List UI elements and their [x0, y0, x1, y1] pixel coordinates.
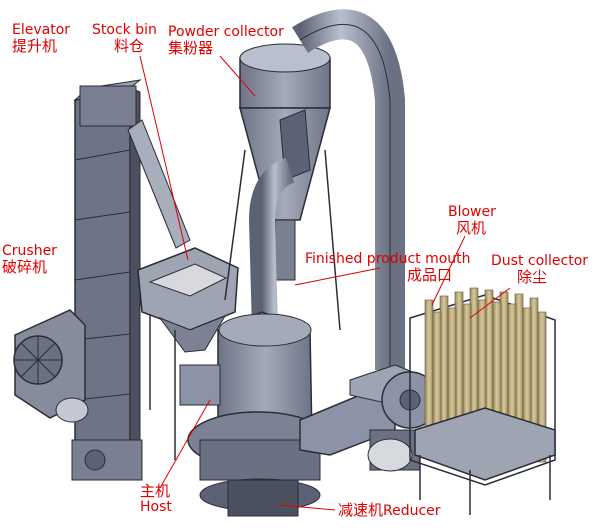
label-finished-product-zh: 成品口	[407, 266, 453, 284]
label-host-zh: 主机	[140, 482, 171, 500]
label-powder-collector: Powder collector 集粉器	[168, 24, 284, 56]
label-stock-bin: Stock bin 料仓	[92, 22, 157, 54]
label-powder-collector-en: Powder collector	[168, 24, 284, 40]
leader-lines	[139, 55, 511, 511]
crusher-machine	[13, 309, 89, 423]
label-crusher-en: Crusher	[2, 243, 57, 259]
label-host-en: Host	[140, 499, 172, 515]
label-crusher-zh: 破碎机	[2, 258, 48, 276]
host-mill	[179, 311, 329, 517]
classifier-pipe	[248, 157, 296, 331]
label-dust-collector-en: Dust collector	[491, 253, 589, 269]
label-host: 主机 Host	[140, 483, 172, 515]
dust-collector	[409, 287, 556, 515]
label-powder-collector-zh: 集粉器	[168, 39, 214, 57]
elevator-machine	[71, 79, 191, 481]
label-elevator-zh: 提升机	[12, 37, 58, 55]
label-blower-en: Blower	[448, 204, 496, 220]
label-blower-zh: 风机	[456, 219, 487, 237]
label-finished-product-en: Finished product mouth	[305, 251, 471, 267]
return-pipe	[292, 9, 405, 370]
label-dust-collector: Dust collector 除尘	[491, 253, 588, 285]
label-reducer-en: Reducer	[383, 503, 441, 519]
label-stock-bin-en: Stock bin	[92, 22, 157, 38]
label-blower: Blower 风机	[448, 204, 496, 236]
label-reducer-zh: 减速机	[338, 501, 384, 519]
label-finished-product: Finished product mouth 成品口	[305, 251, 471, 283]
label-elevator: Elevator 提升机	[12, 22, 70, 54]
label-crusher: Crusher 破碎机	[2, 243, 57, 275]
label-elevator-en: Elevator	[12, 22, 71, 38]
stock-bin	[137, 247, 239, 460]
label-reducer: 减速机Reducer	[338, 502, 441, 519]
label-dust-collector-zh: 除尘	[517, 268, 548, 286]
label-stock-bin-zh: 料仓	[114, 37, 145, 55]
